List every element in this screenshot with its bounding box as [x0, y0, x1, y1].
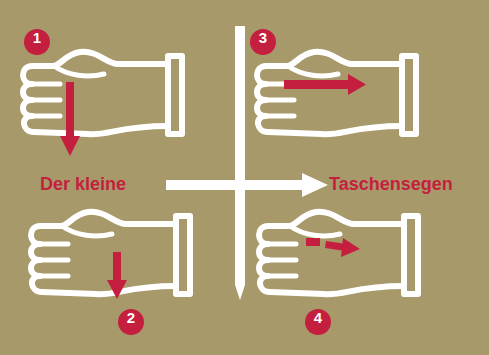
hand-drawing: [259, 212, 418, 294]
cross-arrowhead: [302, 173, 328, 197]
callout-number: 4: [305, 309, 331, 335]
gesture-arrow: [113, 252, 121, 282]
title-text: Taschensegen: [329, 174, 453, 195]
hand-drawing: [257, 52, 416, 134]
callout-circle: 4: [305, 309, 331, 335]
gesture-arrowhead: [107, 280, 127, 299]
callout-number: 2: [118, 309, 144, 335]
title-text: Der kleine: [40, 174, 126, 195]
gesture-arrowhead: [341, 238, 360, 257]
hand-drawing: [23, 52, 182, 134]
gesture-arrow: [306, 238, 320, 246]
callout-number: 1: [24, 29, 50, 55]
gesture-arrowhead: [60, 136, 80, 156]
callout-number: 3: [250, 29, 276, 55]
gesture-arrowhead: [348, 74, 366, 95]
circle-fill: [305, 309, 331, 335]
gesture-arrow: [284, 80, 350, 89]
cross-bar: [166, 180, 304, 190]
callout-circle: 1: [24, 29, 50, 55]
cross-stake: [235, 26, 245, 300]
callout-circle: 3: [250, 29, 276, 55]
circle-fill: [24, 29, 50, 55]
gesture-arrow: [66, 82, 74, 138]
callout-circle: 2: [118, 309, 144, 335]
circle-fill: [118, 309, 144, 335]
circle-fill: [250, 29, 276, 55]
